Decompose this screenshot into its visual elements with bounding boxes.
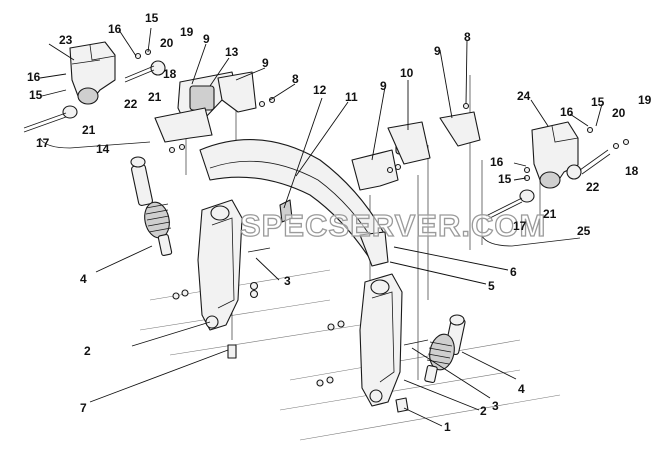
callout-15-d: 15 <box>498 172 512 186</box>
callout-19-a: 19 <box>180 25 194 39</box>
right-hanger-bracket <box>316 273 429 413</box>
callout-21-b: 21 <box>82 123 96 137</box>
callout-15-c: 15 <box>591 95 605 109</box>
callout-8-right: 8 <box>464 30 471 44</box>
crossmember-beam <box>199 139 389 267</box>
callout-17-b: 17 <box>513 219 527 233</box>
callout-22-a: 22 <box>124 97 138 111</box>
callout-13: 13 <box>225 45 239 59</box>
callout-14: 14 <box>96 142 110 156</box>
callout-11: 11 <box>345 90 358 104</box>
callout-21-a: 21 <box>148 90 162 104</box>
watermark-text: SPECSERVER.COM <box>240 208 546 243</box>
callout-leader-lines <box>39 27 603 427</box>
upper-mounting-plates-left <box>154 71 276 154</box>
callout-3-right: 3 <box>492 399 499 413</box>
callout-9-b: 9 <box>262 56 269 70</box>
callout-6: 6 <box>510 265 517 279</box>
right-spring-bracket-assembly <box>481 121 630 247</box>
callout-15-b: 15 <box>29 88 43 102</box>
callout-5: 5 <box>488 279 495 293</box>
assembly-guide-lines <box>185 75 541 380</box>
callout-18-a: 18 <box>163 67 177 81</box>
left-shock-absorber <box>130 156 173 256</box>
callout-9-d: 9 <box>434 44 441 58</box>
callout-16-d: 16 <box>490 155 504 169</box>
callout-9-a: 9 <box>203 32 210 46</box>
callout-4-right: 4 <box>518 382 525 396</box>
callout-20-b: 20 <box>612 106 626 120</box>
callout-23: 23 <box>59 33 73 47</box>
callout-2-right: 2 <box>480 404 487 418</box>
callout-8-left: 8 <box>292 72 299 86</box>
upper-mounting-plates-right <box>351 102 481 191</box>
callout-20-a: 20 <box>160 36 174 50</box>
callout-24: 24 <box>517 89 531 103</box>
callout-22-b: 22 <box>586 180 600 194</box>
ground-lines <box>139 269 561 441</box>
callout-15-a: 15 <box>145 11 159 25</box>
callout-18-b: 18 <box>625 164 639 178</box>
left-hanger-bracket <box>172 199 271 359</box>
callout-21-c: 21 <box>543 207 557 221</box>
callout-16-a: 16 <box>108 22 122 36</box>
callout-10: 10 <box>400 66 414 80</box>
callout-7: 7 <box>80 401 87 415</box>
callout-19-b: 19 <box>638 93 652 107</box>
left-spring-bracket-assembly <box>23 41 166 149</box>
callout-16-b: 16 <box>27 70 41 84</box>
callout-4-left: 4 <box>80 272 87 286</box>
callout-3-left: 3 <box>284 274 291 288</box>
callout-25: 25 <box>577 224 591 238</box>
callout-9-c: 9 <box>380 79 387 93</box>
callout-1: 1 <box>444 420 451 434</box>
callout-17-a: 17 <box>36 136 50 150</box>
callout-16-c: 16 <box>560 105 574 119</box>
callout-12: 12 <box>313 83 327 97</box>
callout-labels: 1 2 2 3 3 4 4 5 6 7 8 8 9 9 9 9 10 11 12… <box>27 11 652 434</box>
callout-2-left: 2 <box>84 344 91 358</box>
right-shock-absorber <box>424 314 466 384</box>
